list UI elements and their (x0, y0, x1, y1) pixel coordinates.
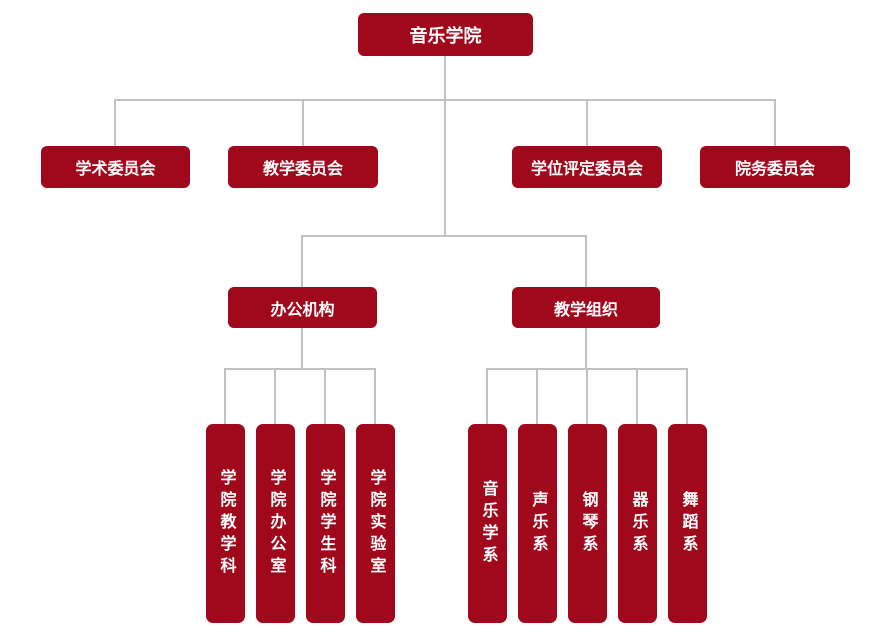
org-node-dept-musicology: 音乐学系 (468, 424, 507, 623)
connector-drop-dept-1-1 (224, 369, 226, 424)
org-node-committee-academic: 学术委员会 (41, 146, 190, 188)
connector-branch2-stem (585, 328, 587, 370)
org-node-root: 音乐学院 (358, 13, 533, 56)
connector-branch1-rail (224, 368, 376, 370)
connector-drop-dept-2-4 (636, 369, 638, 424)
connector-drop-dept-1-3 (324, 369, 326, 424)
connector-drop-dept-2-5 (686, 369, 688, 424)
connector-drop-branch-1 (301, 236, 303, 287)
connector-drop-committee-3 (586, 100, 588, 146)
org-node-dept-vocal: 声乐系 (518, 424, 557, 623)
connector-branches-rail (301, 235, 587, 237)
connector-root-trunk (444, 56, 446, 236)
connector-drop-dept-1-2 (274, 369, 276, 424)
org-node-committee-degree: 学位评定委员会 (512, 146, 662, 188)
org-node-dept-dance: 舞蹈系 (668, 424, 707, 623)
connector-drop-committee-1 (114, 100, 116, 146)
org-node-dept-piano: 钢琴系 (568, 424, 607, 623)
connector-drop-committee-4 (774, 100, 776, 146)
org-node-dept-teaching-section: 学院教学科 (206, 424, 245, 623)
org-node-dept-student-section: 学院学生科 (306, 424, 345, 623)
org-node-committee-affairs: 院务委员会 (700, 146, 850, 188)
org-node-dept-laboratory: 学院实验室 (356, 424, 395, 623)
org-node-dept-instrumental: 器乐系 (618, 424, 657, 623)
connector-drop-dept-2-3 (586, 369, 588, 424)
connector-drop-dept-2-2 (536, 369, 538, 424)
connector-drop-dept-1-4 (374, 369, 376, 424)
org-node-dept-office: 学院办公室 (256, 424, 295, 623)
org-node-committee-teaching: 教学委员会 (228, 146, 378, 188)
connector-branch1-stem (301, 328, 303, 370)
connector-drop-branch-2 (585, 236, 587, 287)
connector-drop-committee-2 (302, 100, 304, 146)
connector-committees-rail (114, 99, 776, 101)
org-node-branch-office: 办公机构 (228, 287, 377, 328)
connector-drop-dept-2-1 (486, 369, 488, 424)
org-node-branch-teaching: 教学组织 (512, 287, 660, 328)
